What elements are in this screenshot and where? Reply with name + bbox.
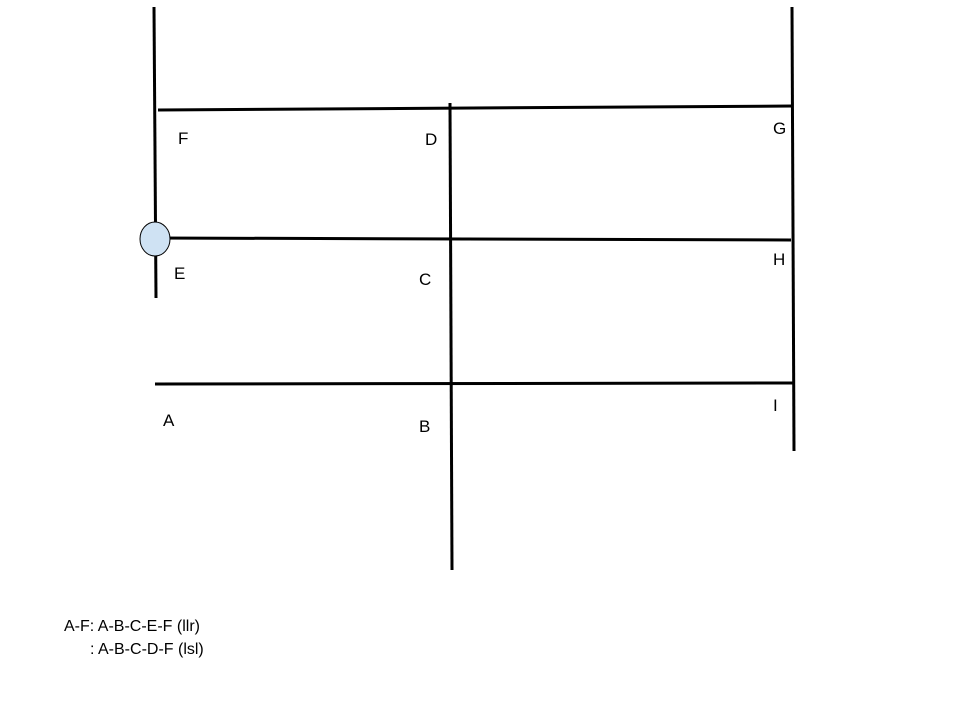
node-label-a: A [163,411,175,430]
road-middle-horizontal [154,236,792,242]
node-label-f: F [178,129,188,148]
road-right-vertical [790,6,796,452]
node-label-g: G [773,119,786,138]
node-label-c: C [419,270,431,289]
node-label-h: H [773,250,785,269]
node-label-i: I [773,396,778,415]
road-bottom-horizontal [154,381,796,386]
junction-marker [139,221,171,257]
route-line-llr: A-F: A-B-C-E-F (llr) [64,618,200,635]
node-label-d: D [425,130,437,149]
node-label-e: E [174,264,185,283]
road-middle-vertical [448,102,454,571]
route-line-lsl: : A-B-C-D-F (lsl) [90,641,204,658]
road-top-horizontal [157,104,794,112]
node-label-b: B [419,417,430,436]
